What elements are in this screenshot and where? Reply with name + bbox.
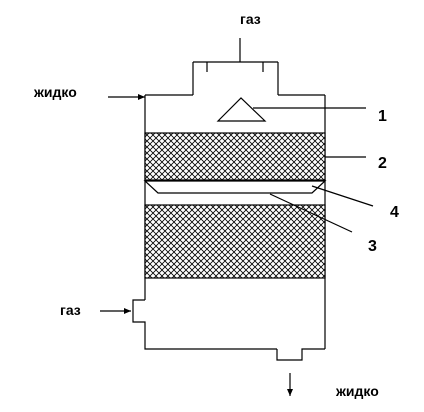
gas-outlet-label: газ [240,11,261,27]
liquid-outlet-arrow [287,373,293,396]
callout-2: 2 [378,155,387,172]
lower-packing-bed [144,204,326,279]
redistributor-plate [143,180,327,194]
liquid-outlet-label: жидко [335,383,379,399]
callout-leaders [253,107,374,233]
callout-1: 1 [378,108,387,125]
liquid-inlet-label: жидко [33,84,77,100]
gas-inlet-arrow [100,308,131,314]
liquid-inlet-arrow [108,94,145,100]
callout-4: 4 [390,204,399,221]
gas-inlet-label: газ [60,302,81,318]
callout-3: 3 [368,238,377,255]
liquid-distributor [216,97,267,122]
upper-packing-bed [144,132,326,181]
gas-outlet-nozzle [192,38,279,95]
